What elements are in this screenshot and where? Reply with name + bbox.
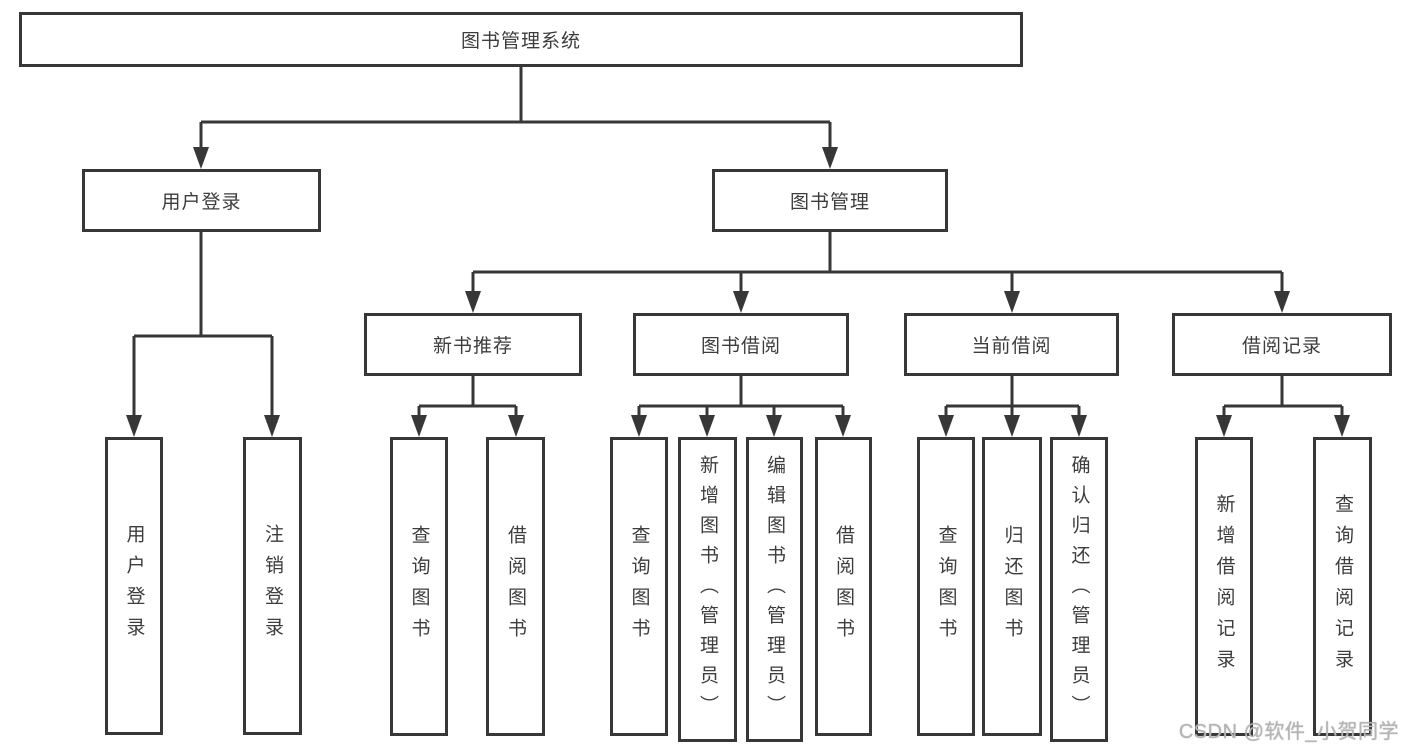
leaf-query-books-current: 查询图书 [917,437,975,736]
node-new-book-recommend: 新书推荐 [364,313,582,376]
leaf-edit-books-admin: 编辑图书（管理员） [746,437,803,742]
node-user-login: 用户登录 [82,169,321,232]
leaf-return-books: 归还图书 [982,437,1042,736]
leaf-logout: 注销登录 [243,437,302,735]
node-current-borrow: 当前借阅 [904,313,1119,376]
leaf-borrow-books-recommend: 借阅图书 [486,437,545,736]
leaf-query-books-recommend: 查询图书 [390,437,448,736]
leaf-query-books-borrow: 查询图书 [610,437,668,736]
watermark: CSDN @软件_小贺同学 [1178,721,1399,743]
leaf-borrow-books: 借阅图书 [815,437,872,736]
leaf-user-login: 用户登录 [105,437,163,735]
leaf-add-books-admin: 新增图书（管理员） [678,437,737,742]
leaf-add-borrow-record: 新增借阅记录 [1195,437,1253,736]
leaf-confirm-return-admin: 确认归还（管理员） [1050,437,1108,742]
leaf-query-borrow-record: 查询借阅记录 [1313,437,1372,736]
node-root: 图书管理系统 [19,12,1023,67]
node-borrow-records: 借阅记录 [1172,313,1392,376]
node-book-management: 图书管理 [712,169,948,232]
node-book-borrow: 图书借阅 [633,313,849,376]
